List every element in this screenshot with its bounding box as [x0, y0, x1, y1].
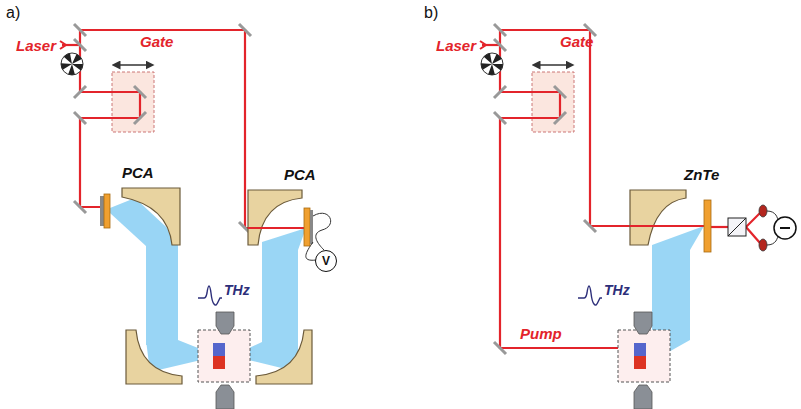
voltmeter-symbol: V	[315, 250, 337, 272]
part-label: PCA	[284, 166, 316, 183]
panel-b	[480, 24, 796, 409]
part-label: Laser	[16, 37, 56, 54]
part-label: Pump	[520, 325, 562, 342]
part-label: PCA	[122, 164, 154, 181]
meter-letter: V	[322, 254, 330, 268]
part-label: Gate	[140, 33, 173, 50]
part-label: THz	[604, 282, 630, 299]
panel-letter: a)	[6, 4, 20, 21]
part-label: THz	[224, 282, 250, 299]
panel-letter: b)	[424, 4, 438, 21]
part-label: Gate	[560, 33, 593, 50]
part-label: Laser	[436, 37, 476, 54]
panel-a	[60, 24, 331, 409]
part-label: ZnTe	[684, 166, 719, 183]
